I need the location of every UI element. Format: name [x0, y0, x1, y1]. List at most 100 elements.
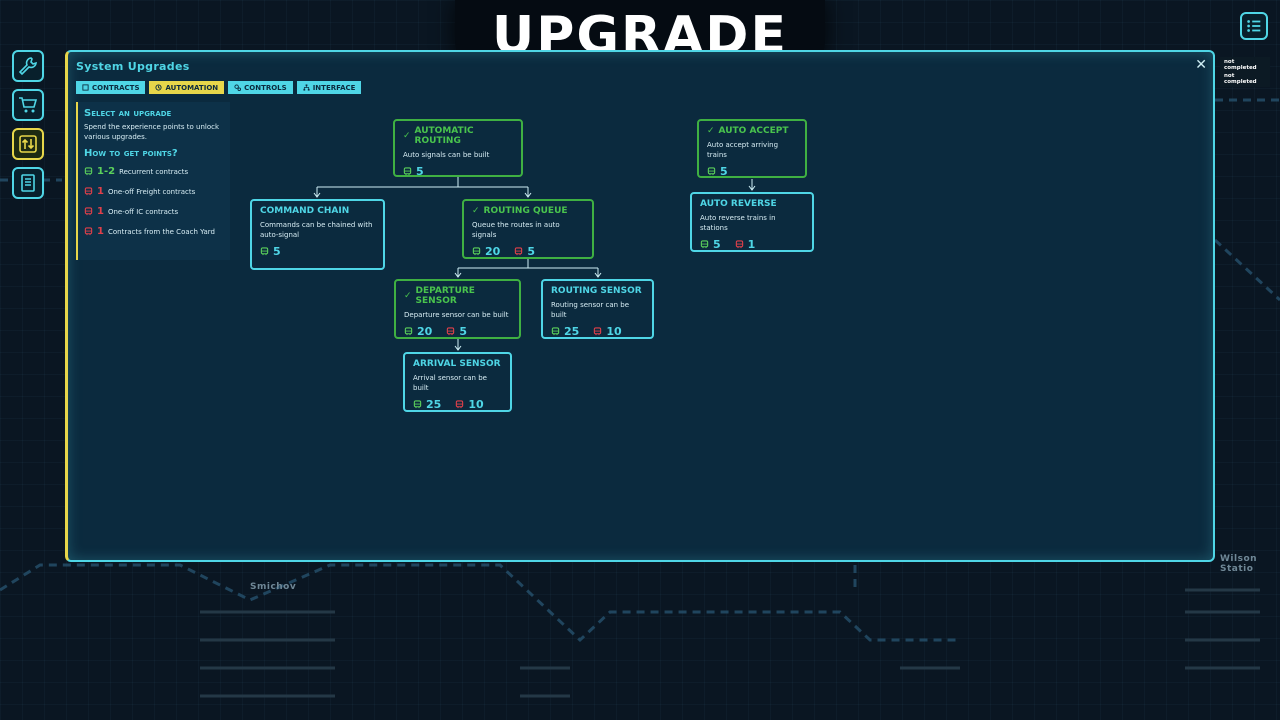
points-amount: 1: [97, 206, 104, 217]
check-icon: ✓: [472, 206, 480, 216]
upgrade-description: Arrival sensor can be built: [413, 374, 487, 392]
tab-label: AUTOMATION: [165, 83, 219, 92]
green-cost: 20: [404, 325, 432, 338]
red-cost: 5: [446, 325, 467, 338]
upgrade-title: AUTO ACCEPT: [718, 126, 789, 136]
points-label: One-off IC contracts: [107, 207, 179, 216]
upgrade-description: Commands can be chained with auto-signal: [260, 221, 373, 239]
upgrade-routing-sensor[interactable]: ROUTING SENSOR Routing sensor can be bui…: [541, 279, 654, 339]
tab-label: CONTRACTS: [92, 83, 140, 92]
upgrade-description: Departure sensor can be built: [404, 311, 509, 319]
tool-button-build[interactable]: [12, 50, 44, 82]
map-station-label: Wilson Statio: [1220, 554, 1258, 574]
tool-button-upgrades[interactable]: [12, 128, 44, 160]
tab-controls[interactable]: CONTROLS: [228, 81, 293, 94]
red-train-icon: [735, 240, 744, 249]
green-cost: 5: [700, 238, 721, 251]
interface-icon: [303, 84, 310, 91]
red-cost-value: 1: [747, 238, 756, 251]
points-source-row: 1 One-off Freight contracts: [84, 184, 224, 199]
upgrade-description: Auto reverse trains in stations: [700, 214, 776, 232]
red-cost-value: 5: [527, 245, 535, 258]
upgrade-arrival-sensor[interactable]: ARRIVAL SENSOR Arrival sensor can be bui…: [403, 352, 512, 412]
check-icon: ✓: [404, 291, 412, 301]
info-heading: Select an upgrade: [84, 108, 172, 119]
green-cost: 25: [413, 398, 441, 411]
points-label: Recurrent contracts: [119, 167, 189, 176]
status-note: not completed: [1220, 57, 1270, 73]
upgrade-description: Routing sensor can be built: [551, 301, 630, 319]
points-source-row: 1-2 Recurrent contracts: [84, 164, 224, 179]
upgrade-routing-queue[interactable]: ✓ROUTING QUEUE Queue the routes in auto …: [462, 199, 594, 259]
upgrade-auto-reverse[interactable]: AUTO REVERSE Auto reverse trains in stat…: [690, 192, 814, 252]
cart-icon: [19, 97, 38, 113]
green-cost: 20: [472, 245, 500, 258]
green-cost: 25: [551, 325, 579, 338]
green-train-icon: [413, 400, 422, 409]
upgrade-title: COMMAND CHAIN: [260, 206, 350, 216]
upgrade-title: AUTOMATIC ROUTING: [414, 126, 474, 146]
points-label: One-off Freight contracts: [107, 187, 196, 196]
tool-button-shop[interactable]: [12, 89, 44, 121]
upgrade-description: Queue the routes in auto signals: [472, 221, 560, 239]
points-amount: 1: [97, 226, 104, 237]
red-train-icon: [84, 187, 93, 196]
green-cost-value: 25: [426, 398, 442, 411]
list-menu-icon: [1247, 20, 1261, 32]
green-train-icon: [551, 327, 560, 336]
automation-icon: [155, 84, 163, 91]
upgrade-departure-sensor[interactable]: ✓DEPARTURE SENSOR Departure sensor can b…: [394, 279, 521, 339]
upgrade-title: ROUTING QUEUE: [483, 206, 568, 216]
info-description: Spend the experience points to unlock va…: [84, 123, 220, 141]
upgrade-description: Auto accept arriving trains: [707, 141, 779, 159]
green-train-icon: [404, 327, 413, 336]
points-heading: How to get points?: [84, 148, 178, 159]
menu-button[interactable]: [1240, 12, 1268, 40]
red-cost: 1: [735, 238, 756, 251]
points-amount: 1: [97, 186, 104, 197]
green-cost: 5: [260, 245, 281, 258]
status-note: not completed: [1220, 71, 1270, 87]
red-cost: 10: [593, 325, 622, 338]
upgrade-info-sidebar: Select an upgrade Spend the experience p…: [76, 102, 230, 260]
red-cost-value: 5: [459, 325, 467, 338]
panel-title: System Upgrades: [76, 60, 190, 73]
book-icon: [21, 174, 35, 192]
upgrade-title: DEPARTURE SENSOR: [415, 286, 475, 306]
upgrade-arrows-icon: [19, 135, 37, 153]
tool-button-log[interactable]: [12, 167, 44, 199]
upgrade-tabs: CONTRACTS AUTOMATION CONTROLS INTERFACE: [76, 81, 362, 94]
upgrade-command-chain[interactable]: COMMAND CHAIN Commands can be chained wi…: [250, 199, 385, 270]
wrench-icon: [18, 57, 37, 76]
green-cost-value: 25: [564, 325, 580, 338]
red-train-icon: [84, 227, 93, 236]
green-cost-value: 5: [720, 165, 728, 178]
tab-automation[interactable]: AUTOMATION: [149, 81, 225, 94]
tab-label: CONTROLS: [244, 83, 287, 92]
points-source-row: 1 One-off IC contracts: [84, 204, 224, 219]
green-cost-value: 20: [485, 245, 501, 258]
points-source-row: 1 Contracts from the Coach Yard: [84, 224, 224, 239]
points-label: Contracts from the Coach Yard: [107, 227, 215, 236]
upgrade-automatic-routing[interactable]: ✓AUTOMATIC ROUTING Auto signals can be b…: [393, 119, 523, 178]
upgrade-description: Auto signals can be built: [403, 151, 490, 159]
green-train-icon: [403, 167, 412, 176]
upgrade-title: AUTO REVERSE: [700, 199, 777, 209]
red-train-icon: [455, 400, 464, 409]
green-cost-value: 5: [273, 245, 281, 258]
green-train-icon: [472, 247, 481, 256]
tab-interface[interactable]: INTERFACE: [296, 81, 362, 94]
red-train-icon: [446, 327, 455, 336]
upgrade-auto-accept[interactable]: ✓AUTO ACCEPT Auto accept arriving trains…: [697, 119, 807, 178]
points-amount: 1-2: [97, 166, 116, 177]
green-train-icon: [260, 247, 269, 256]
tab-contracts[interactable]: CONTRACTS: [76, 81, 146, 94]
green-train-icon: [707, 167, 716, 176]
map-station-label: Smichov: [250, 582, 297, 592]
close-button[interactable]: ✕: [1195, 57, 1207, 73]
green-cost-value: 20: [417, 325, 433, 338]
green-cost-value: 5: [713, 238, 721, 251]
upgrade-title: ARRIVAL SENSOR: [413, 359, 501, 369]
check-icon: ✓: [403, 131, 411, 141]
red-cost: 5: [514, 245, 535, 258]
